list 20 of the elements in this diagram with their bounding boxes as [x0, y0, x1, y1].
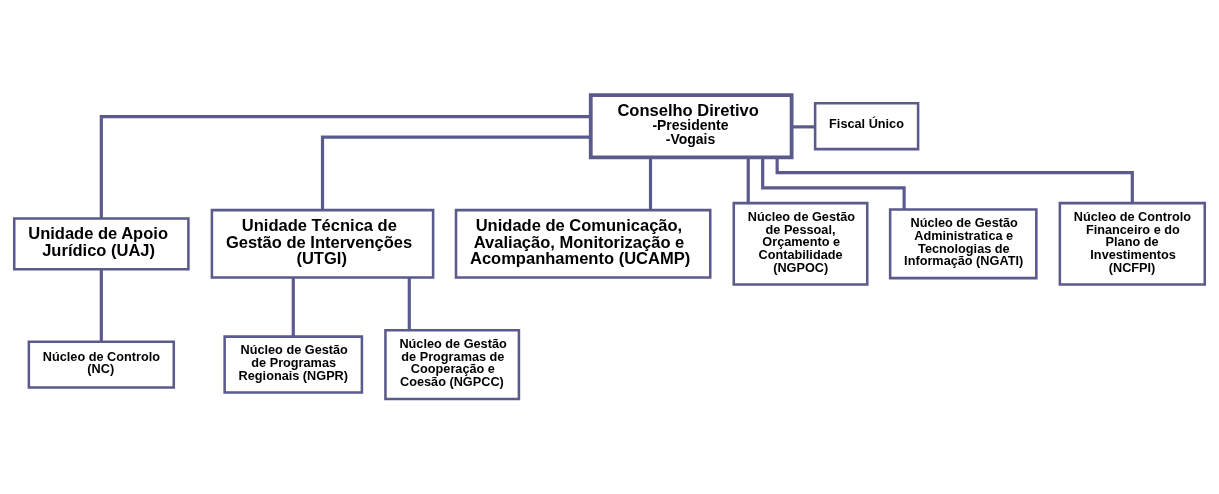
connector	[648, 157, 653, 210]
connector	[407, 277, 411, 331]
node-box: Unidade Técnica de Gestão de Intervenções (UTGI)	[210, 208, 435, 279]
node-box: Núcleo de Controlo (NC)	[27, 340, 176, 389]
connector	[746, 157, 750, 203]
node-box: Núcleo de Gestão Administratica e Tecnologias de Informação (NGATI)	[888, 208, 1038, 280]
connector	[775, 157, 1134, 203]
node-box: Fiscal Único	[813, 102, 920, 151]
node-box: Núcleo de Gestão de Programas de Cooperação e Coesão (NGPCC)	[384, 329, 521, 401]
node-box: Núcleo de Gestão de Programas Regionais (NGPR)	[223, 335, 364, 394]
connector	[791, 125, 815, 129]
connector	[320, 135, 591, 211]
node-box: Unidade de Comunicação, Avaliação, Monitorização e Acompanhamento (UCAMP)	[454, 208, 712, 279]
node-box: Núcleo de Controlo Financeiro e do Plano de Investimentos (NCFPI)	[1058, 201, 1207, 286]
node-box: Conselho Diretivo -Presidente -Vogais	[588, 93, 794, 160]
connector	[99, 115, 591, 219]
connector	[291, 277, 295, 337]
node-box: Núcleo de Gestão de Pessoal, Orçamento e Contabilidade (NGPOC)	[732, 201, 869, 286]
node-box: Unidade de Apoio Jurídico (UAJ)	[12, 217, 190, 271]
connector	[99, 269, 103, 342]
